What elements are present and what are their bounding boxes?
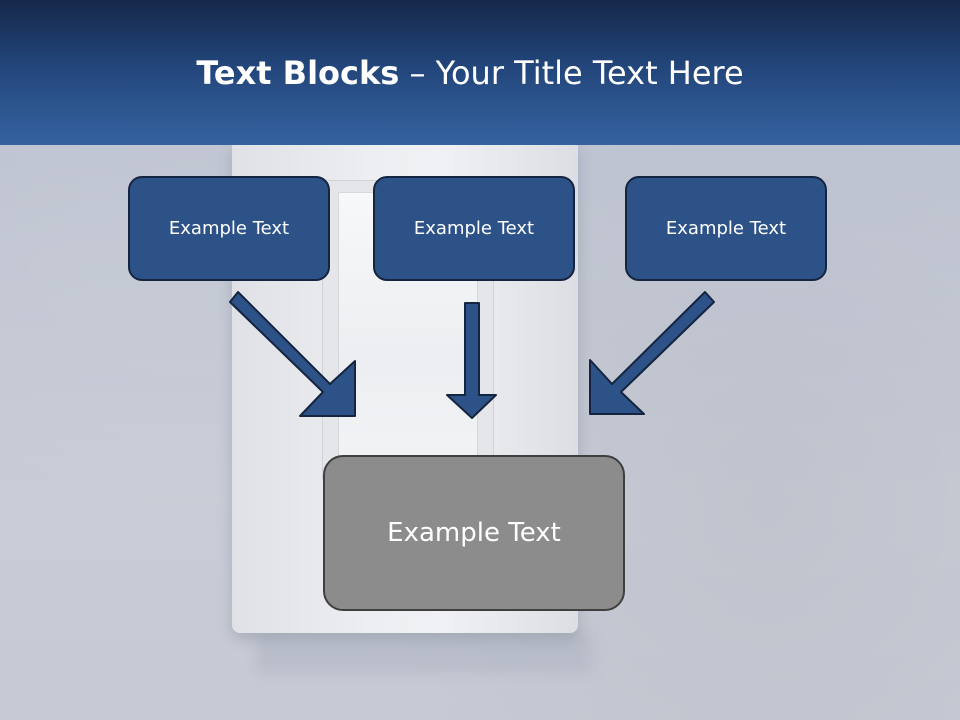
text-block-bottom[interactable]: Example Text: [323, 455, 625, 611]
text-block-center-label: Example Text: [413, 218, 535, 239]
slide-title: Text Blocks – Your Title Text Here: [0, 54, 940, 92]
arrow-right-diagonal: [589, 291, 715, 415]
text-block-right-label: Example Text: [665, 218, 787, 239]
title-regular-part: – Your Title Text Here: [399, 54, 744, 92]
text-block-left-label: Example Text: [168, 218, 290, 239]
text-block-right[interactable]: Example Text: [625, 176, 827, 281]
title-bold-part: Text Blocks: [196, 54, 400, 92]
title-bar: Text Blocks – Your Title Text Here: [0, 0, 960, 145]
text-block-bottom-label: Example Text: [387, 518, 561, 548]
arrow-center-down: [446, 302, 497, 419]
text-block-center[interactable]: Example Text: [373, 176, 575, 281]
text-block-left[interactable]: Example Text: [128, 176, 330, 281]
arrow-left-diagonal: [229, 291, 356, 417]
switch-plate-shadow: [256, 633, 592, 673]
